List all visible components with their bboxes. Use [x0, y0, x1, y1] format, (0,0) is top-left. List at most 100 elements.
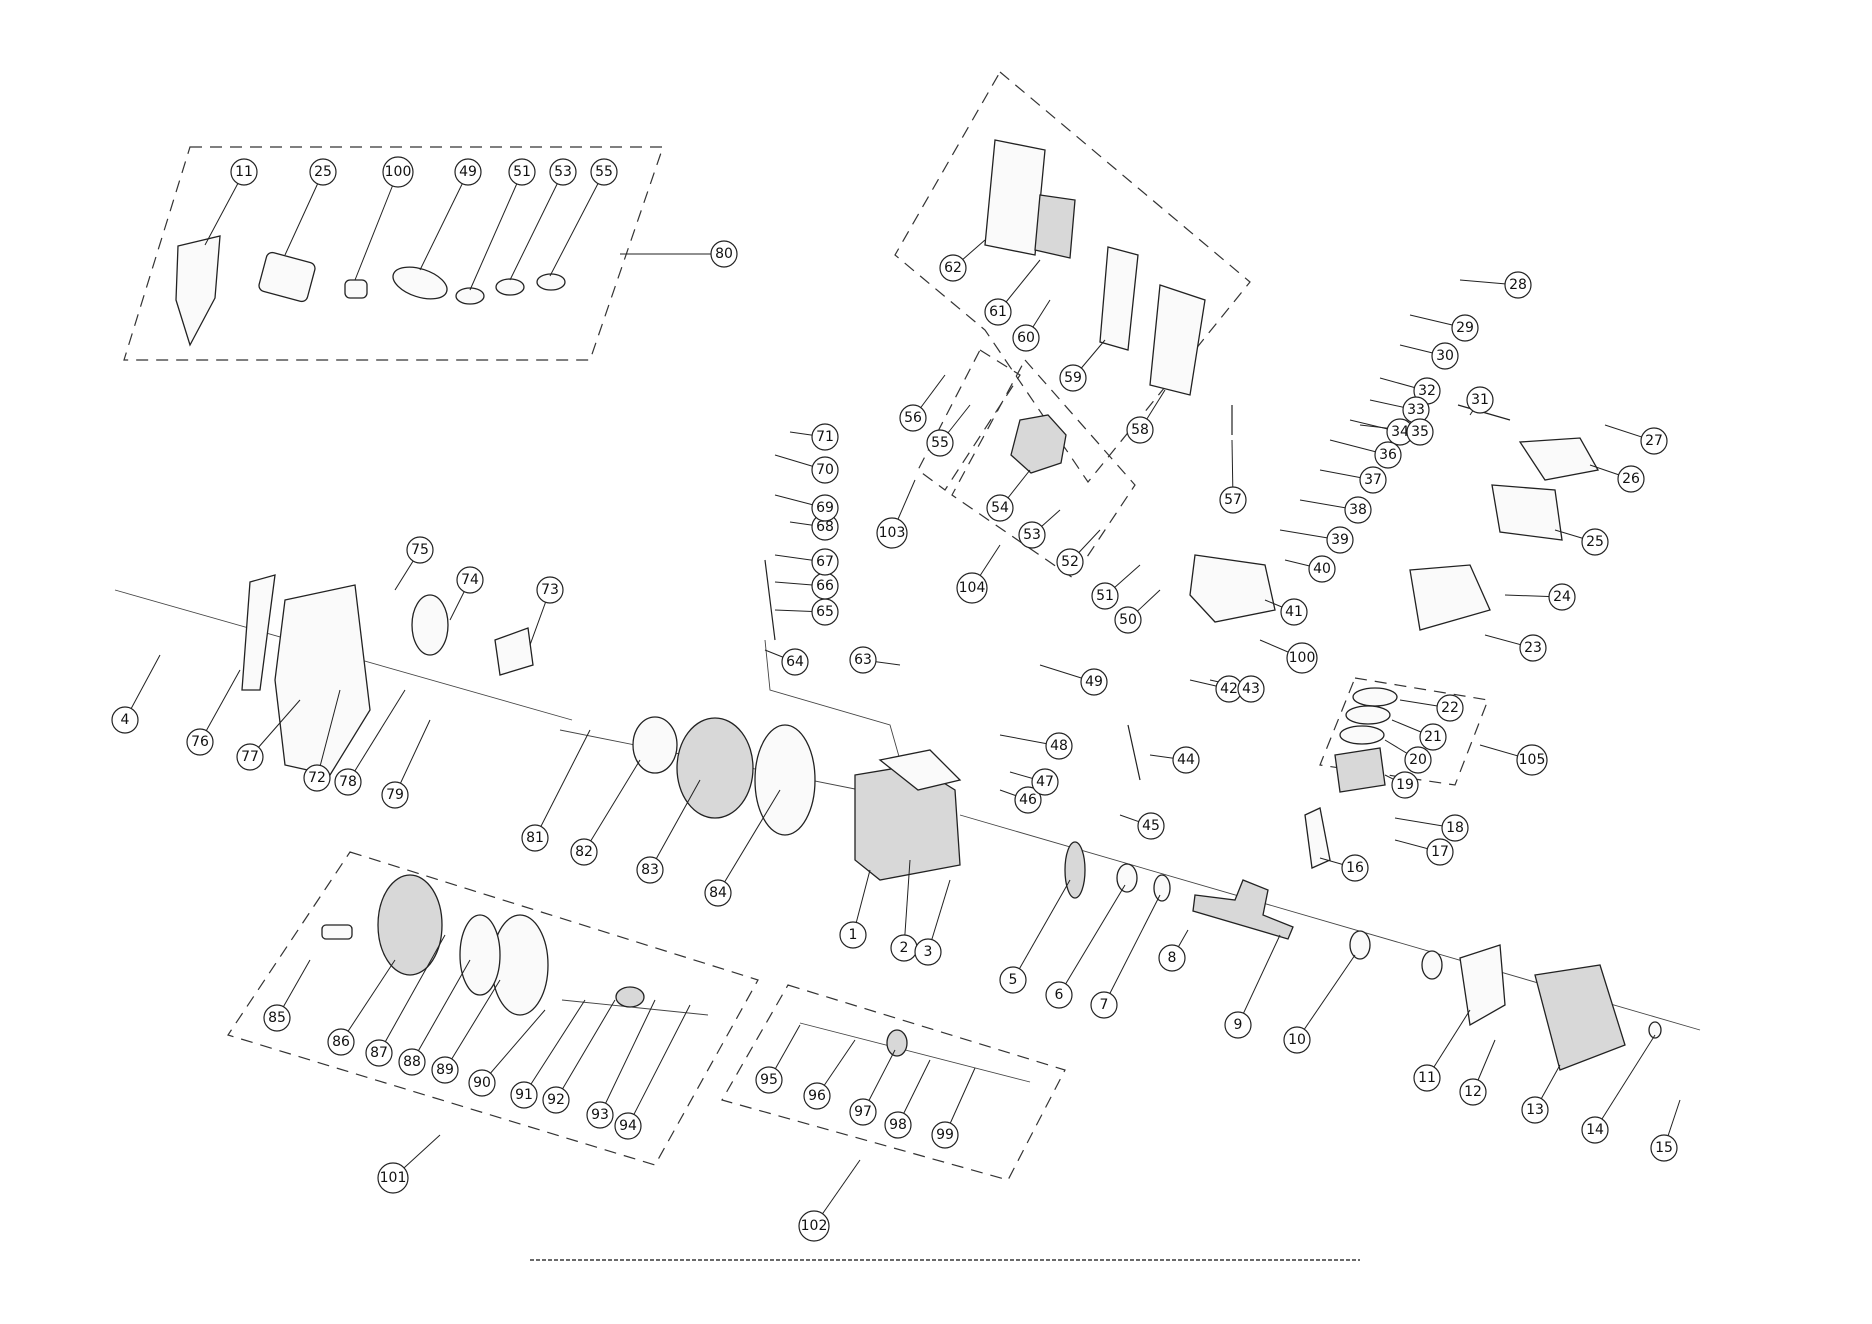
- callout-circle-3: [914, 938, 942, 966]
- callout-label-95: 95: [760, 1072, 778, 1088]
- callout-circle-90: [468, 1069, 496, 1097]
- callout-62: 62: [939, 254, 967, 282]
- callout-label-16: 16: [1346, 860, 1364, 876]
- callout-label-71: 71: [816, 429, 834, 445]
- leader-line-kit-49: [419, 171, 469, 271]
- callout-circle-15: [1650, 1134, 1678, 1162]
- callout-103: 103: [876, 517, 908, 549]
- callout-circle-86: [327, 1028, 355, 1056]
- callout-9: 9: [1224, 1011, 1252, 1039]
- callout-circle-72: [303, 764, 331, 792]
- callout-circle-69: [811, 494, 839, 522]
- callout-label-55: 55: [931, 435, 949, 451]
- callout-label-33: 33: [1407, 402, 1425, 418]
- callout-label-kit-51: 51: [513, 164, 531, 180]
- callout-41: 41: [1280, 598, 1308, 626]
- callout-circle-40: [1308, 555, 1336, 583]
- callout-23: 23: [1519, 634, 1547, 662]
- callout-label-26: 26: [1622, 471, 1640, 487]
- governor-gear: [886, 1029, 908, 1057]
- callout-circle-71: [811, 423, 839, 451]
- callout-circle-84: [704, 879, 732, 907]
- callout-circle-89: [431, 1056, 459, 1084]
- callout-52: 52: [1056, 548, 1084, 576]
- callout-label-8: 8: [1168, 950, 1177, 966]
- shroud-24: [1409, 564, 1491, 631]
- callout-label-66: 66: [816, 578, 834, 594]
- connecting-rod: [1304, 807, 1331, 869]
- callout-label-104: 104: [959, 580, 986, 596]
- bearing-6a: [1116, 863, 1138, 893]
- leader-line-89: [444, 979, 501, 1071]
- callout-circle-52: [1056, 548, 1084, 576]
- callout-72: 72: [303, 764, 331, 792]
- callout-circle-88: [398, 1048, 426, 1076]
- leader-line-kit-25: [284, 171, 324, 256]
- callout-circle-11: [1413, 1064, 1441, 1092]
- callout-circle-49: [1080, 668, 1108, 696]
- flywheel: [676, 717, 754, 819]
- callout-55: 55: [926, 429, 954, 457]
- callout-circle-29: [1451, 314, 1479, 342]
- leader-line-94: [627, 1004, 691, 1127]
- callout-94: 94: [614, 1112, 642, 1140]
- leader-line-88: [411, 959, 471, 1063]
- callout-97: 97: [849, 1098, 877, 1126]
- callout-66: 66: [811, 572, 839, 600]
- callout-circle-58: [1126, 416, 1154, 444]
- callout-18: 18: [1441, 814, 1469, 842]
- callout-label-6: 6: [1055, 987, 1064, 1003]
- callout-label-25: 25: [1586, 534, 1604, 550]
- callout-label-24: 24: [1553, 589, 1571, 605]
- ratchet-92: [615, 986, 645, 1008]
- rocker-cover: [1518, 437, 1600, 481]
- callout-label-kit-25: 25: [314, 164, 332, 180]
- leader-line-kit-51: [469, 171, 523, 291]
- callout-label-60: 60: [1017, 330, 1035, 346]
- callout-13: 13: [1521, 1096, 1549, 1124]
- callout-84: 84: [704, 879, 732, 907]
- callout-label-50: 50: [1119, 612, 1137, 628]
- callout-circle-92: [542, 1086, 570, 1114]
- callout-label-3: 3: [924, 944, 933, 960]
- callout-8: 8: [1158, 944, 1186, 972]
- bearing-6b: [1421, 950, 1443, 980]
- callout-label-105: 105: [1519, 752, 1546, 768]
- callout-circle-70: [811, 456, 839, 484]
- callout-label-94: 94: [619, 1118, 637, 1134]
- callout-71: 71: [811, 423, 839, 451]
- callout-label-44: 44: [1177, 752, 1195, 768]
- leader-line-83: [649, 779, 701, 871]
- callout-34: 34: [1386, 418, 1414, 446]
- callout-label-35: 35: [1411, 424, 1429, 440]
- callout-label-19: 19: [1396, 777, 1414, 793]
- leader-line-kit-55: [549, 171, 605, 277]
- callout-circle-28: [1504, 271, 1532, 299]
- callout-circle-50: [1114, 606, 1142, 634]
- intake-kit-outline: [917, 349, 1021, 491]
- callout-label-53: 53: [1023, 527, 1041, 543]
- callout-kit-53: 53: [549, 158, 577, 186]
- callout-circle-53: [1018, 521, 1046, 549]
- callout-circle-55: [926, 429, 954, 457]
- callout-circle-63: [849, 646, 877, 674]
- callout-circle-97: [849, 1098, 877, 1126]
- callout-1: 1: [839, 921, 867, 949]
- callout-98: 98: [884, 1111, 912, 1139]
- callout-circle-23: [1519, 634, 1547, 662]
- callout-circle-18: [1441, 814, 1469, 842]
- leader-line-6: [1058, 884, 1126, 996]
- callout-50: 50: [1114, 606, 1142, 634]
- leader-line-93: [599, 999, 656, 1116]
- callout-circle-103: [876, 517, 908, 549]
- callout-circle-12: [1459, 1078, 1487, 1106]
- callout-circle-4: [111, 706, 139, 734]
- callout-label-39: 39: [1331, 532, 1349, 548]
- gasket-100-kit: [344, 279, 368, 299]
- callout-40: 40: [1308, 555, 1336, 583]
- callout-circle-77: [236, 743, 264, 771]
- callout-label-28: 28: [1509, 277, 1527, 293]
- callout-circle-56: [899, 404, 927, 432]
- leader-line-87: [378, 934, 446, 1054]
- piston: [1334, 747, 1386, 793]
